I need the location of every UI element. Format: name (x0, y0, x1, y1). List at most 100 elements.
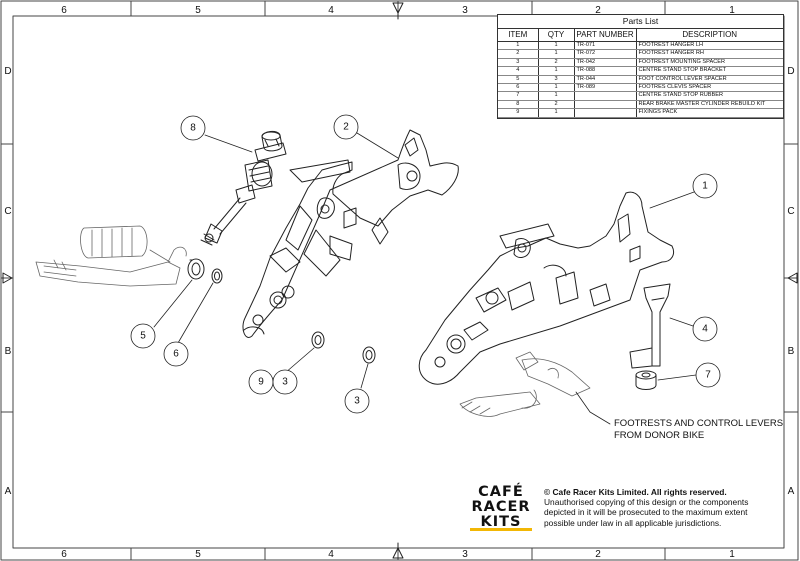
balloon-item-6 (163, 341, 189, 367)
cell-description: FOOTREST HANGER RH (635, 49, 783, 59)
cell-part-number (573, 100, 637, 110)
master-cylinder-part (200, 130, 287, 246)
cell-qty: 1 (537, 49, 575, 59)
cell-qty: 1 (537, 41, 575, 51)
donor-annotation-line2: FROM DONOR BIKE (614, 430, 704, 441)
zone-row-right-a: A (788, 486, 795, 497)
balloon-item-2 (333, 114, 359, 140)
cell-part-number: TR-089 (573, 83, 637, 93)
cell-description: FOOTRES CLEVIS SPACER (635, 83, 783, 93)
zone-col-bottom-5: 2 (595, 549, 601, 560)
zone-row-left-d: D (4, 66, 11, 77)
cell-item: 5 (498, 75, 539, 85)
zone-col-top-3: 4 (328, 5, 334, 16)
balloon-item-7 (695, 362, 721, 388)
cell-item: 1 (498, 41, 539, 51)
logo-line-cafe: CAFÉ (478, 484, 524, 500)
cell-item: 9 (498, 108, 539, 118)
parts-list-header-row: ITEM QTY PART NUMBER DESCRIPTION (498, 29, 783, 42)
header-qty: QTY (537, 29, 575, 42)
cell-qty: 2 (537, 58, 575, 68)
cell-qty: 2 (537, 100, 575, 110)
cell-description: REAR BRAKE MASTER CYLINDER REBUILD KIT (635, 100, 783, 110)
parts-list-table: Parts List ITEM QTY PART NUMBER DESCRIPT… (497, 14, 784, 119)
leader-lines (153, 132, 697, 425)
copyright-heading: © Cafe Racer Kits Limited. All rights re… (544, 487, 727, 497)
cell-part-number (573, 91, 637, 101)
footrest-hanger-lh (418, 191, 675, 385)
cell-item: 6 (498, 83, 539, 93)
cell-qty: 1 (537, 91, 575, 101)
balloon-label-1: 1 (702, 181, 708, 192)
balloon-label-5: 5 (140, 331, 146, 342)
balloon-label-9: 9 (258, 377, 264, 388)
balloon-item-4 (692, 316, 718, 342)
balloon-item-5 (130, 323, 156, 349)
zone-row-right-d: D (787, 66, 794, 77)
cell-description: FIXINGS PACK (635, 108, 783, 118)
zone-row-left-c: C (4, 206, 11, 217)
centre-stand-stop-bracket (629, 283, 671, 369)
cell-description: CENTRE STAND STOP BRACKET (635, 66, 783, 76)
cell-description: FOOT CONTROL LEVER SPACER (635, 75, 783, 85)
cell-part-number: TR-071 (573, 41, 637, 51)
zone-row-right-c: C (787, 206, 794, 217)
zone-col-bottom-1: 6 (61, 549, 67, 560)
donor-annotation-line1: FOOTRESTS AND CONTROL LEVERS (614, 418, 783, 429)
logo-line-kits: KITS (480, 514, 522, 530)
zone-col-bottom-6: 1 (729, 549, 735, 560)
cell-qty: 1 (537, 83, 575, 93)
cell-item: 2 (498, 49, 539, 59)
zone-col-top-6: 1 (729, 5, 735, 16)
zone-col-top-2: 5 (195, 5, 201, 16)
zone-col-top-4: 3 (462, 5, 468, 16)
item-balloons (130, 114, 721, 414)
cell-qty: 1 (537, 66, 575, 76)
balloon-label-6: 6 (173, 349, 179, 360)
donor-footrest-left (35, 225, 187, 287)
cell-description: FOOTREST HANGER LH (635, 41, 783, 51)
footrest-hanger-rh (242, 129, 459, 338)
cafe-racer-kits-logo: CAFÉ RACER KITS (467, 485, 535, 530)
balloon-label-3a: 3 (282, 377, 288, 388)
header-item: ITEM (498, 29, 539, 42)
cell-item: 4 (498, 66, 539, 76)
zone-col-top-5: 2 (595, 5, 601, 16)
zone-row-left-a: A (5, 486, 12, 497)
spacer-part-3a (311, 331, 325, 349)
cell-item: 7 (498, 91, 539, 101)
balloon-label-8: 8 (190, 123, 196, 134)
balloon-label-4: 4 (702, 324, 708, 335)
cell-qty: 1 (537, 108, 575, 118)
cell-part-number: TR-042 (573, 58, 637, 68)
balloon-item-3a (272, 369, 298, 395)
cell-part-number: TR-044 (573, 75, 637, 85)
zone-row-right-b: B (788, 346, 795, 357)
spacer-part-6 (211, 268, 223, 284)
balloon-label-7: 7 (705, 370, 711, 381)
zone-col-bottom-2: 5 (195, 549, 201, 560)
header-description: DESCRIPTION (635, 29, 783, 42)
spacer-part-5 (187, 258, 205, 280)
balloon-item-1 (692, 173, 718, 199)
centre-stand-stop-rubber (635, 370, 657, 390)
cell-item: 3 (498, 58, 539, 68)
cell-description: FOOTREST MOUNTING SPACER (635, 58, 783, 68)
copyright-body: Unauthorised copying of this design or t… (544, 497, 749, 528)
cell-item: 8 (498, 100, 539, 110)
logo-accent-bar (470, 528, 532, 531)
balloon-item-3b (344, 388, 370, 414)
parts-list-title: Parts List (498, 15, 783, 29)
